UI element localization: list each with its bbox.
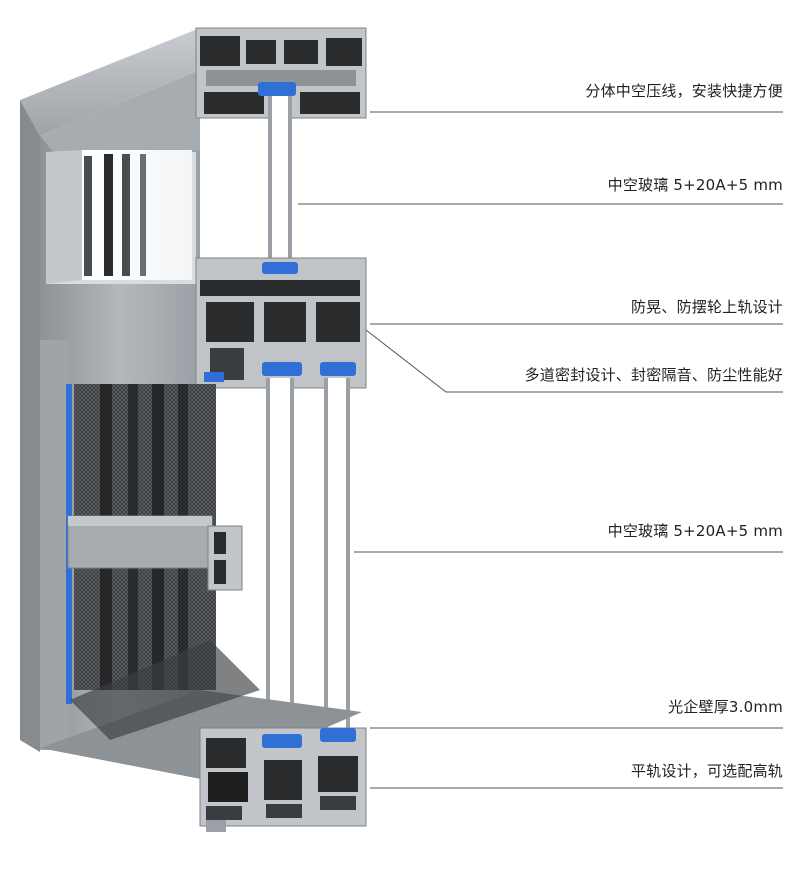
upper-glass bbox=[268, 96, 292, 266]
upper-fixed-light bbox=[46, 150, 196, 284]
callout-wall-thickness: 光企壁厚3.0mm bbox=[668, 698, 783, 716]
bottom-frame-profile bbox=[199, 727, 367, 832]
lower-glass bbox=[266, 378, 350, 738]
callout-multi-seal: 多道密封设计、封密隔音、防尘性能好 bbox=[524, 366, 783, 384]
callout-anti-sway-track: 防晃、防摆轮上轨设计 bbox=[630, 298, 783, 316]
leader-multi-seal bbox=[365, 329, 783, 393]
callout-flat-rail: 平轨设计，可选配高轨 bbox=[630, 762, 783, 780]
leader-lines bbox=[298, 111, 783, 789]
lower-frame-edge bbox=[40, 340, 72, 750]
callout-insulated-glass-bottom: 中空玻璃 5+20A+5 mm bbox=[607, 522, 783, 540]
middle-rail bbox=[67, 515, 243, 591]
transom-profile bbox=[195, 257, 367, 389]
callout-insulated-glass-top: 中空玻璃 5+20A+5 mm bbox=[607, 176, 783, 194]
callout-split-glazing-bead: 分体中空压线，安装快捷方便 bbox=[585, 82, 783, 100]
top-frame-profile bbox=[195, 27, 367, 119]
